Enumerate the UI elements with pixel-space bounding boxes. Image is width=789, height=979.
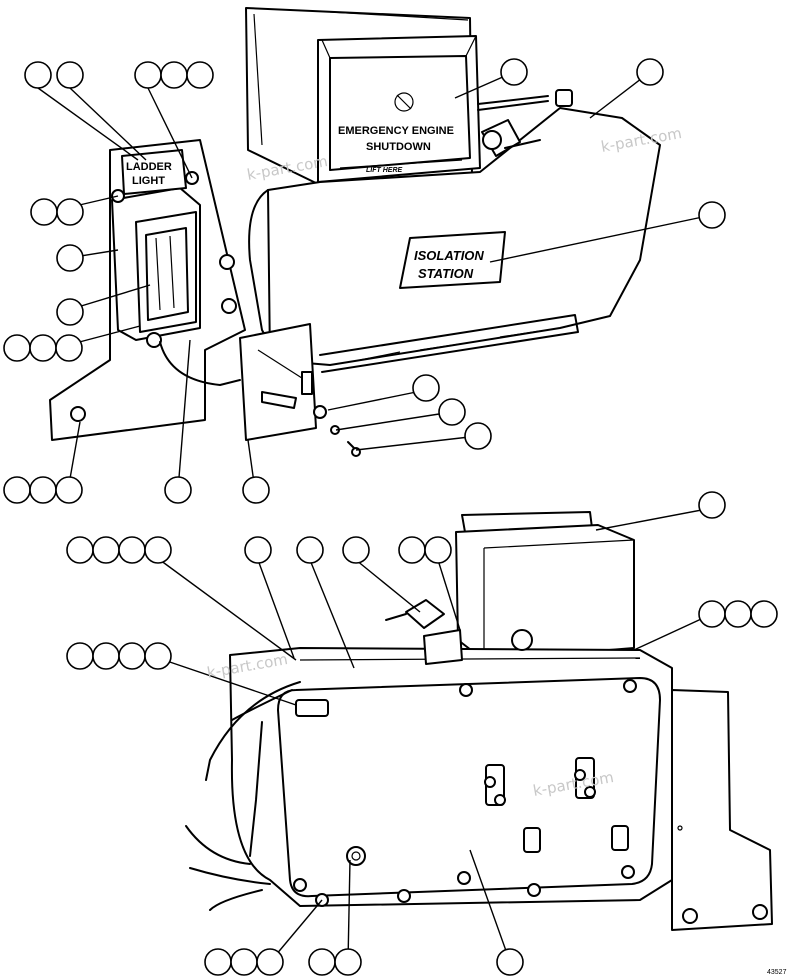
- callout-42: [230, 948, 258, 976]
- isolation-panel-front: [229, 647, 673, 907]
- ladder-light-line1: LADDER: [126, 161, 172, 173]
- emergency-line1: EMERGENCY ENGINE: [338, 125, 454, 137]
- callout-24: [66, 536, 94, 564]
- callout-11: [29, 334, 57, 362]
- side-mount-bracket: [671, 689, 773, 931]
- callout-44: [308, 948, 336, 976]
- callout-29: [296, 536, 324, 564]
- callout-4: [160, 61, 188, 89]
- callout-25: [92, 536, 120, 564]
- callout-23: [464, 422, 492, 450]
- callout-39: [118, 642, 146, 670]
- callouts-top: [3, 58, 726, 504]
- ladder-light-decal: LADDER LIGHT: [111, 149, 187, 203]
- callout-10: [3, 334, 31, 362]
- shutdown-box-rear: [455, 511, 635, 661]
- callout-20: [698, 201, 726, 229]
- callout-40: [144, 642, 172, 670]
- isolation-line2: STATION: [418, 266, 474, 281]
- lift-here-label: LIFT HERE: [366, 167, 402, 174]
- emergency-line2: SHUTDOWN: [366, 141, 431, 153]
- callout-38: [92, 642, 120, 670]
- callouts-bottom: [66, 491, 778, 976]
- ladder-light-line2: LIGHT: [132, 175, 165, 187]
- top-assembly: ISOLATION STATION EMERGENCY ENGINE SHUTD…: [3, 7, 726, 504]
- lock-plate: [239, 323, 317, 441]
- callout-41: [204, 948, 232, 976]
- callout-17: [242, 476, 270, 504]
- callout-5: [186, 61, 214, 89]
- figure-number: 43527: [767, 969, 787, 976]
- isolation-station-decal: ISOLATION STATION: [399, 231, 506, 289]
- callout-1: [24, 61, 52, 89]
- callout-43: [256, 948, 284, 976]
- callout-14: [29, 476, 57, 504]
- air-valve: [385, 599, 533, 665]
- callout-2: [56, 61, 84, 89]
- callout-27: [144, 536, 172, 564]
- callout-22: [438, 398, 466, 426]
- callout-6: [30, 198, 58, 226]
- callout-18: [500, 58, 528, 86]
- callout-13: [3, 476, 31, 504]
- callout-8: [56, 244, 84, 272]
- emergency-shutdown-housing: [245, 7, 481, 186]
- bottom-assembly: [66, 491, 778, 976]
- callout-30: [342, 536, 370, 564]
- ladder-light-assembly: [111, 187, 241, 386]
- callout-28: [244, 536, 272, 564]
- callout-7: [56, 198, 84, 226]
- wire-harness: [185, 681, 329, 911]
- callout-31: [398, 536, 426, 564]
- callout-19: [636, 58, 664, 86]
- callout-37: [66, 642, 94, 670]
- callout-35: [724, 600, 752, 628]
- callout-15: [55, 476, 83, 504]
- callout-16: [164, 476, 192, 504]
- callout-9: [56, 298, 84, 326]
- callout-33: [698, 491, 726, 519]
- callout-32: [424, 536, 452, 564]
- callout-45: [334, 948, 362, 976]
- callout-3: [134, 61, 162, 89]
- callout-34: [698, 600, 726, 628]
- callout-36: [750, 600, 778, 628]
- isolation-line1: ISOLATION: [414, 248, 484, 263]
- callout-21: [412, 374, 440, 402]
- small-hardware: [313, 405, 361, 457]
- callout-26: [118, 536, 146, 564]
- callout-46: [496, 948, 524, 976]
- callout-12: [55, 334, 83, 362]
